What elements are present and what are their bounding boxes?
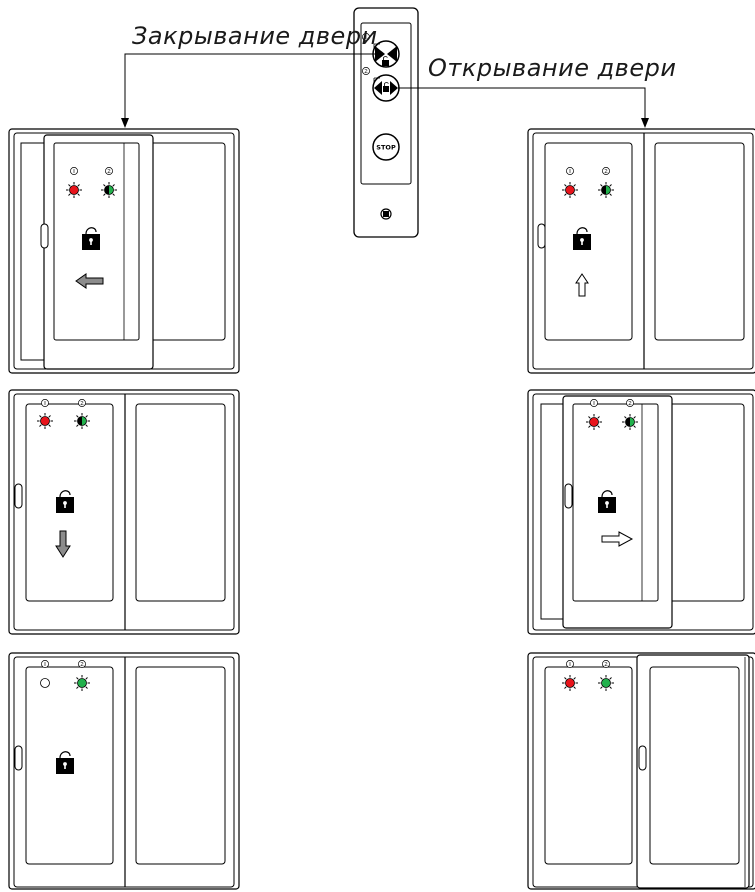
- led-2-green: [601, 678, 611, 688]
- led-1-off: [40, 678, 50, 688]
- led-number-2-icon: [362, 67, 370, 75]
- remote-screw-icon: [380, 208, 392, 220]
- close-door-label: Закрывание двери: [132, 22, 378, 50]
- led-1-red: [40, 416, 50, 426]
- door-5: [8, 652, 240, 890]
- close-door-leader-line: [121, 53, 375, 128]
- door-handle-icon: [14, 483, 23, 509]
- led-1-red: [69, 185, 79, 195]
- door-handle-icon: [14, 745, 23, 771]
- open-door-label: Открывание двери: [428, 54, 676, 82]
- stop-button[interactable]: STOP: [372, 133, 400, 161]
- up-arrow-icon: [575, 273, 589, 297]
- led-1-red: [589, 417, 599, 427]
- door-1: [8, 128, 240, 374]
- door-handle-icon: [537, 223, 546, 249]
- right-arrow-icon: [601, 531, 634, 547]
- open-door-leader-line: [398, 87, 649, 128]
- led-1-red: [565, 185, 575, 195]
- door-3: [8, 389, 240, 635]
- door-handle-icon: [638, 745, 647, 771]
- door-2: [527, 128, 755, 374]
- stop-label: STOP: [376, 144, 396, 152]
- left-arrow-icon: [75, 273, 104, 289]
- down-arrow-icon: [55, 530, 71, 558]
- close-door-button[interactable]: [372, 40, 400, 68]
- led-2-green: [77, 678, 87, 688]
- door-4: [527, 389, 755, 635]
- remote-control: STOP: [353, 7, 419, 238]
- open-door-button[interactable]: [372, 74, 400, 102]
- led-1-red: [565, 678, 575, 688]
- door-handle-icon: [564, 483, 573, 509]
- door-handle-icon: [40, 223, 49, 249]
- door-6: [527, 652, 755, 890]
